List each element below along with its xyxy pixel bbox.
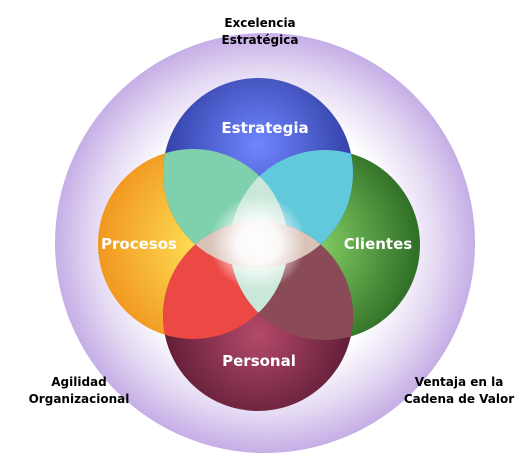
label-estrategia: Estrategia xyxy=(221,119,308,137)
outer-label-top-line1: Excelencia xyxy=(224,16,296,30)
label-procesos: Procesos xyxy=(101,235,177,253)
outer-label-right: Ventaja en la Cadena de Valor xyxy=(390,374,528,408)
center-glow xyxy=(210,195,306,291)
outer-label-right-line2: Cadena de Valor xyxy=(403,392,515,406)
label-clientes: Clientes xyxy=(344,235,412,253)
outer-label-left-line1: Agilidad xyxy=(51,375,107,389)
outer-label-left: Agilidad Organizacional xyxy=(14,374,144,408)
outer-label-top: Excelencia Estratégica xyxy=(200,15,320,49)
outer-label-left-line2: Organizacional xyxy=(28,392,130,406)
outer-label-top-line2: Estratégica xyxy=(221,33,299,47)
label-personal: Personal xyxy=(222,352,296,370)
outer-label-right-line1: Ventaja en la xyxy=(414,375,504,389)
